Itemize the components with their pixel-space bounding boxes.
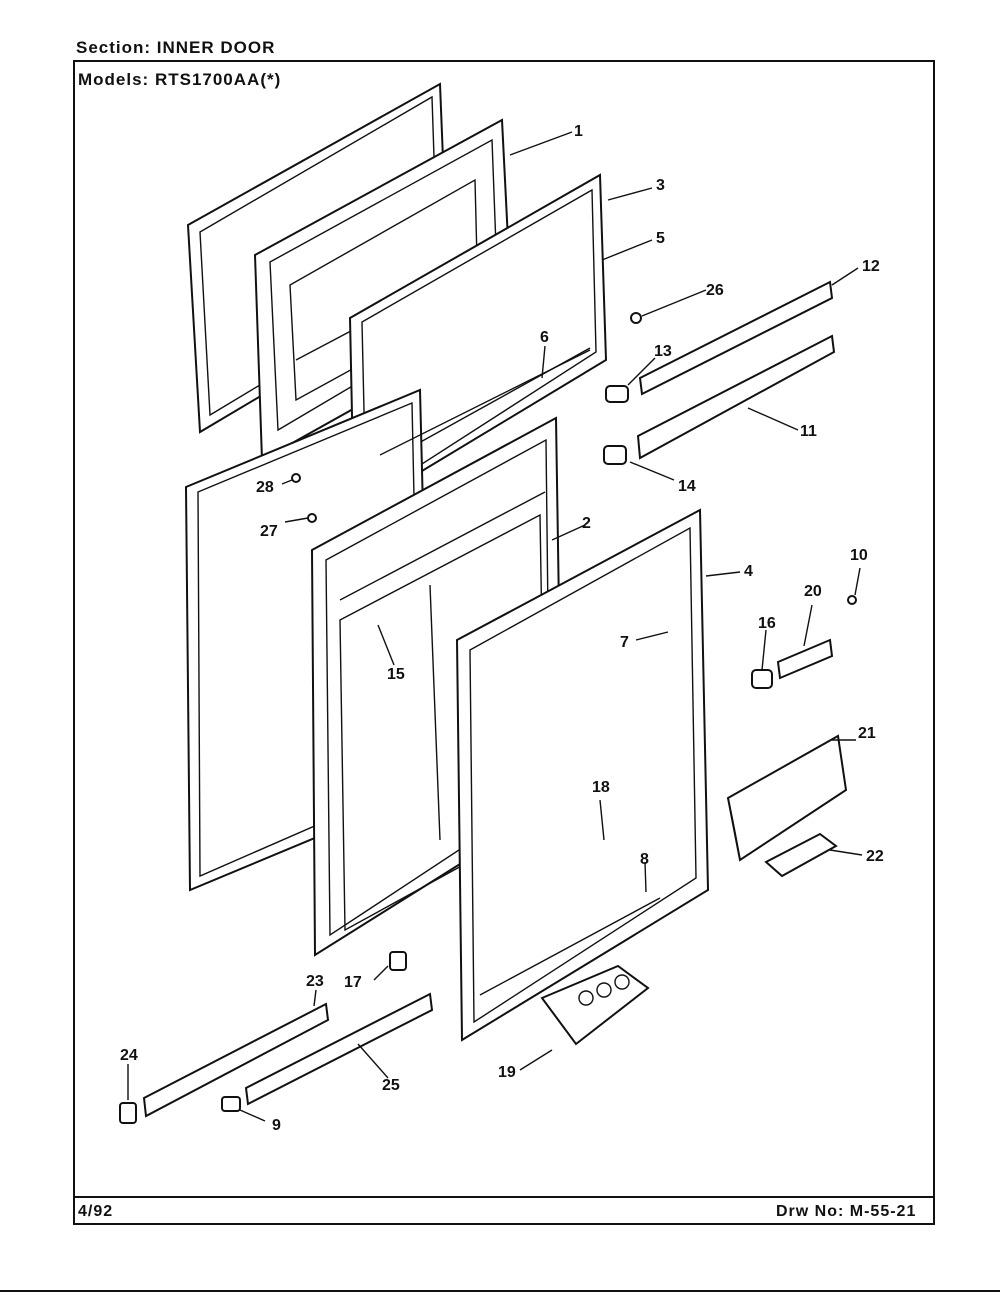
end-cap-part-13 (605, 385, 629, 403)
screw-part-28 (291, 473, 301, 483)
end-cap-part-9 (221, 1096, 241, 1112)
trim-strip-part-12 (638, 280, 834, 396)
callout-18: 18 (592, 779, 610, 796)
callout-15: 15 (387, 666, 405, 683)
dairy-door-part-21 (726, 734, 848, 862)
callout-28: 28 (256, 479, 274, 496)
screw-part-10 (847, 595, 857, 605)
footer-date: 4/92 (78, 1203, 114, 1220)
drawing-frame (73, 60, 935, 1225)
callout-7: 7 (620, 634, 629, 651)
callout-25: 25 (382, 1077, 400, 1094)
egg-bin-part-19 (540, 964, 650, 1046)
callout-27: 27 (260, 523, 278, 540)
section-title: Section: INNER DOOR (76, 38, 276, 57)
shelf-rail-part-6 (379, 349, 591, 456)
trim-strip-part-20 (776, 638, 834, 680)
callout-6: 6 (540, 329, 549, 346)
callout-20: 20 (804, 583, 822, 600)
leader-lines (127, 131, 863, 1122)
end-cap-part-16 (751, 669, 773, 689)
callout-3: 3 (656, 177, 665, 194)
callout-2: 2 (582, 515, 591, 532)
end-cap-part-17 (389, 951, 407, 971)
screw-part-27 (307, 513, 317, 523)
screw-part-26 (630, 312, 642, 324)
callout-19: 19 (498, 1064, 516, 1081)
callout-14: 14 (678, 478, 696, 495)
callout-5: 5 (656, 230, 665, 247)
callout-1: 1 (574, 123, 583, 140)
callout-17: 17 (344, 974, 362, 991)
callout-23: 23 (306, 973, 324, 990)
callout-8: 8 (640, 851, 649, 868)
fresh-food-gasket-part-4 (455, 508, 710, 1042)
end-cap-part-14 (603, 445, 627, 465)
trim-strip-part-25 (244, 992, 434, 1106)
callout-13: 13 (654, 343, 672, 360)
callout-4: 4 (744, 563, 753, 580)
callout-11: 11 (800, 423, 817, 440)
trim-strip-part-11 (636, 334, 836, 460)
callout-21: 21 (858, 725, 876, 742)
end-cap-part-24 (119, 1102, 137, 1124)
footer-divider (73, 1196, 935, 1198)
dairy-bin-part-22 (764, 832, 838, 878)
trim-strip-part-23 (142, 1002, 330, 1118)
callout-24: 24 (120, 1047, 138, 1064)
callout-12: 12 (862, 258, 880, 275)
drawing-number: Drw No: M-55-21 (776, 1203, 917, 1220)
callout-26: 26 (706, 282, 724, 299)
models-label: Models: RTS1700AA(*) (78, 70, 282, 89)
page-bottom-rule (0, 1290, 1000, 1292)
callout-10: 10 (850, 547, 868, 564)
callout-16: 16 (758, 615, 776, 632)
callout-9: 9 (272, 1117, 281, 1134)
callout-22: 22 (866, 848, 884, 865)
